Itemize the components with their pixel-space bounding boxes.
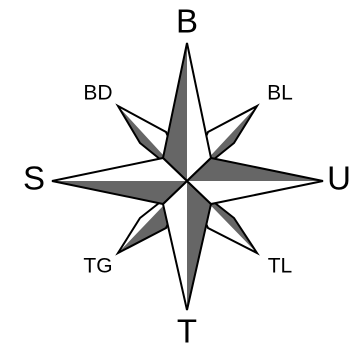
- south-label: T: [177, 313, 197, 350]
- north-label: B: [176, 3, 198, 40]
- northwest-label: BD: [83, 82, 112, 105]
- east-label: U: [327, 160, 350, 197]
- northeast-label: BL: [267, 82, 293, 105]
- west-label: S: [23, 160, 45, 197]
- southeast-label: TL: [268, 255, 293, 278]
- southwest-label: TG: [83, 255, 112, 278]
